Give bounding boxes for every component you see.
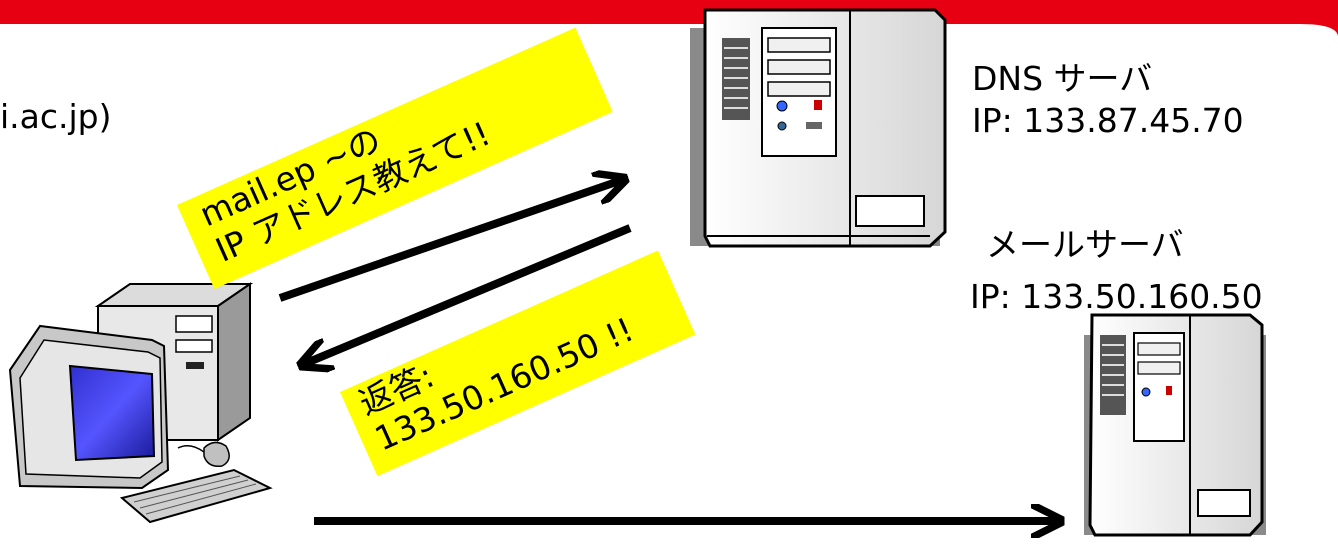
mail-server-label: メールサーバ — [986, 225, 1184, 264]
slide-frame-edge — [0, 0, 1338, 36]
mail-server-caption: メールサーバ IP: 133.50.160.50 — [970, 226, 1263, 316]
mail-server-icon — [1084, 313, 1266, 537]
client-pc-icon — [8, 282, 273, 524]
dns-server-label: DNS サーバ — [972, 59, 1153, 98]
client-hostname-fragment: i.ac.jp) — [0, 97, 112, 136]
dns-server-icon — [690, 8, 947, 248]
query-arrow — [278, 180, 622, 302]
dns-server-ip: IP: 133.87.45.70 — [972, 100, 1244, 140]
dns-server-caption: DNS サーバ IP: 133.87.45.70 — [972, 60, 1244, 140]
mail-server-ip: IP: 133.50.160.50 — [970, 276, 1263, 316]
reply-arrow — [304, 224, 632, 364]
